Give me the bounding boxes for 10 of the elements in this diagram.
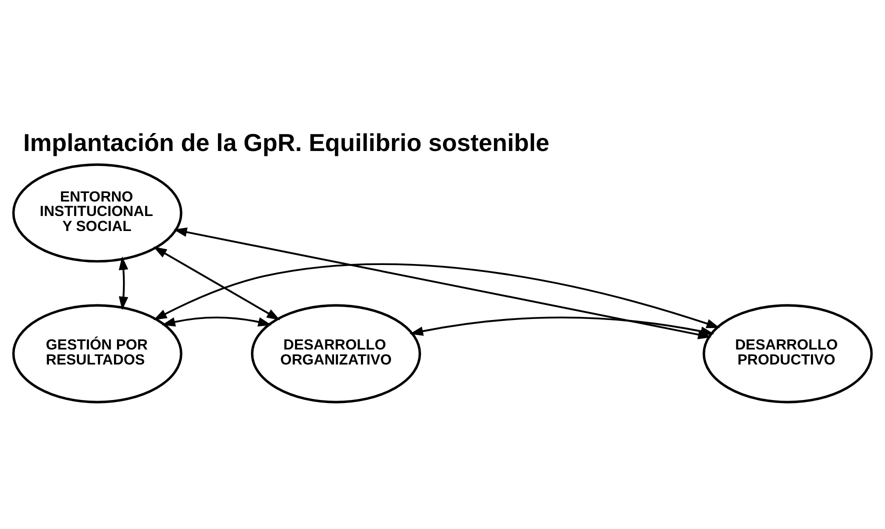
diagram-title: Implantación de la GpR. Equilibrio sostenible xyxy=(23,130,550,157)
arrow xyxy=(162,316,272,326)
node-ellipse: DESARROLLO ORGANIZATIVO xyxy=(250,304,422,403)
arrow xyxy=(153,262,720,328)
arrow xyxy=(410,316,714,336)
node-ellipse: ENTORNO INSTITUCIONAL Y SOCIAL xyxy=(12,162,182,262)
arrow xyxy=(153,246,280,320)
node-ellipse: DESARROLLO PRODUCTIVO xyxy=(702,304,873,403)
arrow xyxy=(118,256,128,310)
node-ellipse: GESTIÓN POR RESULTADOS xyxy=(12,304,182,403)
